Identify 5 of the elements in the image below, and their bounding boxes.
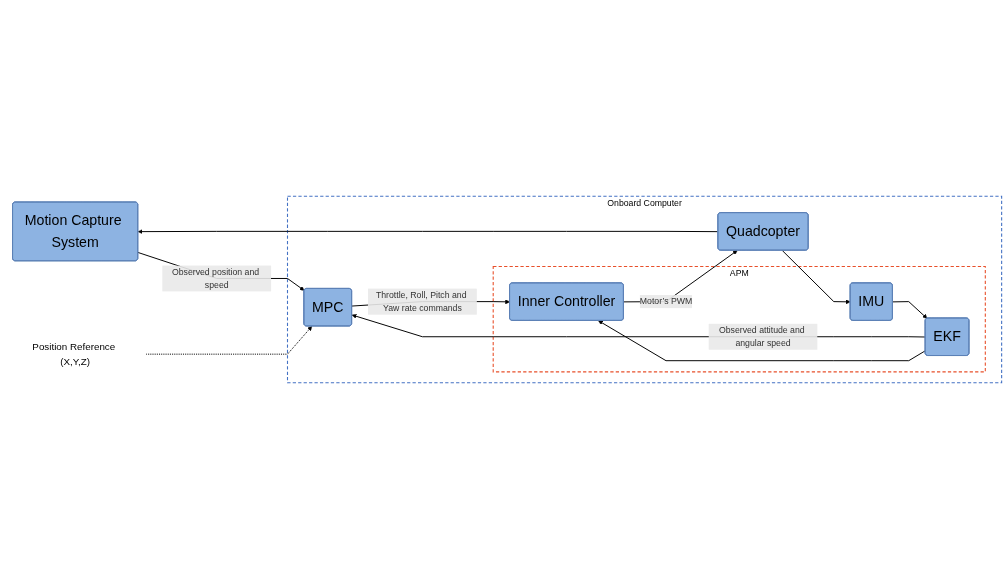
- edge-label: Motor’s PWM: [639, 296, 693, 306]
- edge-label: Observed position and speed: [171, 267, 260, 290]
- edge-label: Observed attitude and angular speed: [718, 325, 805, 348]
- edge-label: Throttle, Roll, Pitch and Yaw rate commands: [375, 290, 467, 313]
- node-text: Position Reference (X,Y,Z): [32, 341, 116, 367]
